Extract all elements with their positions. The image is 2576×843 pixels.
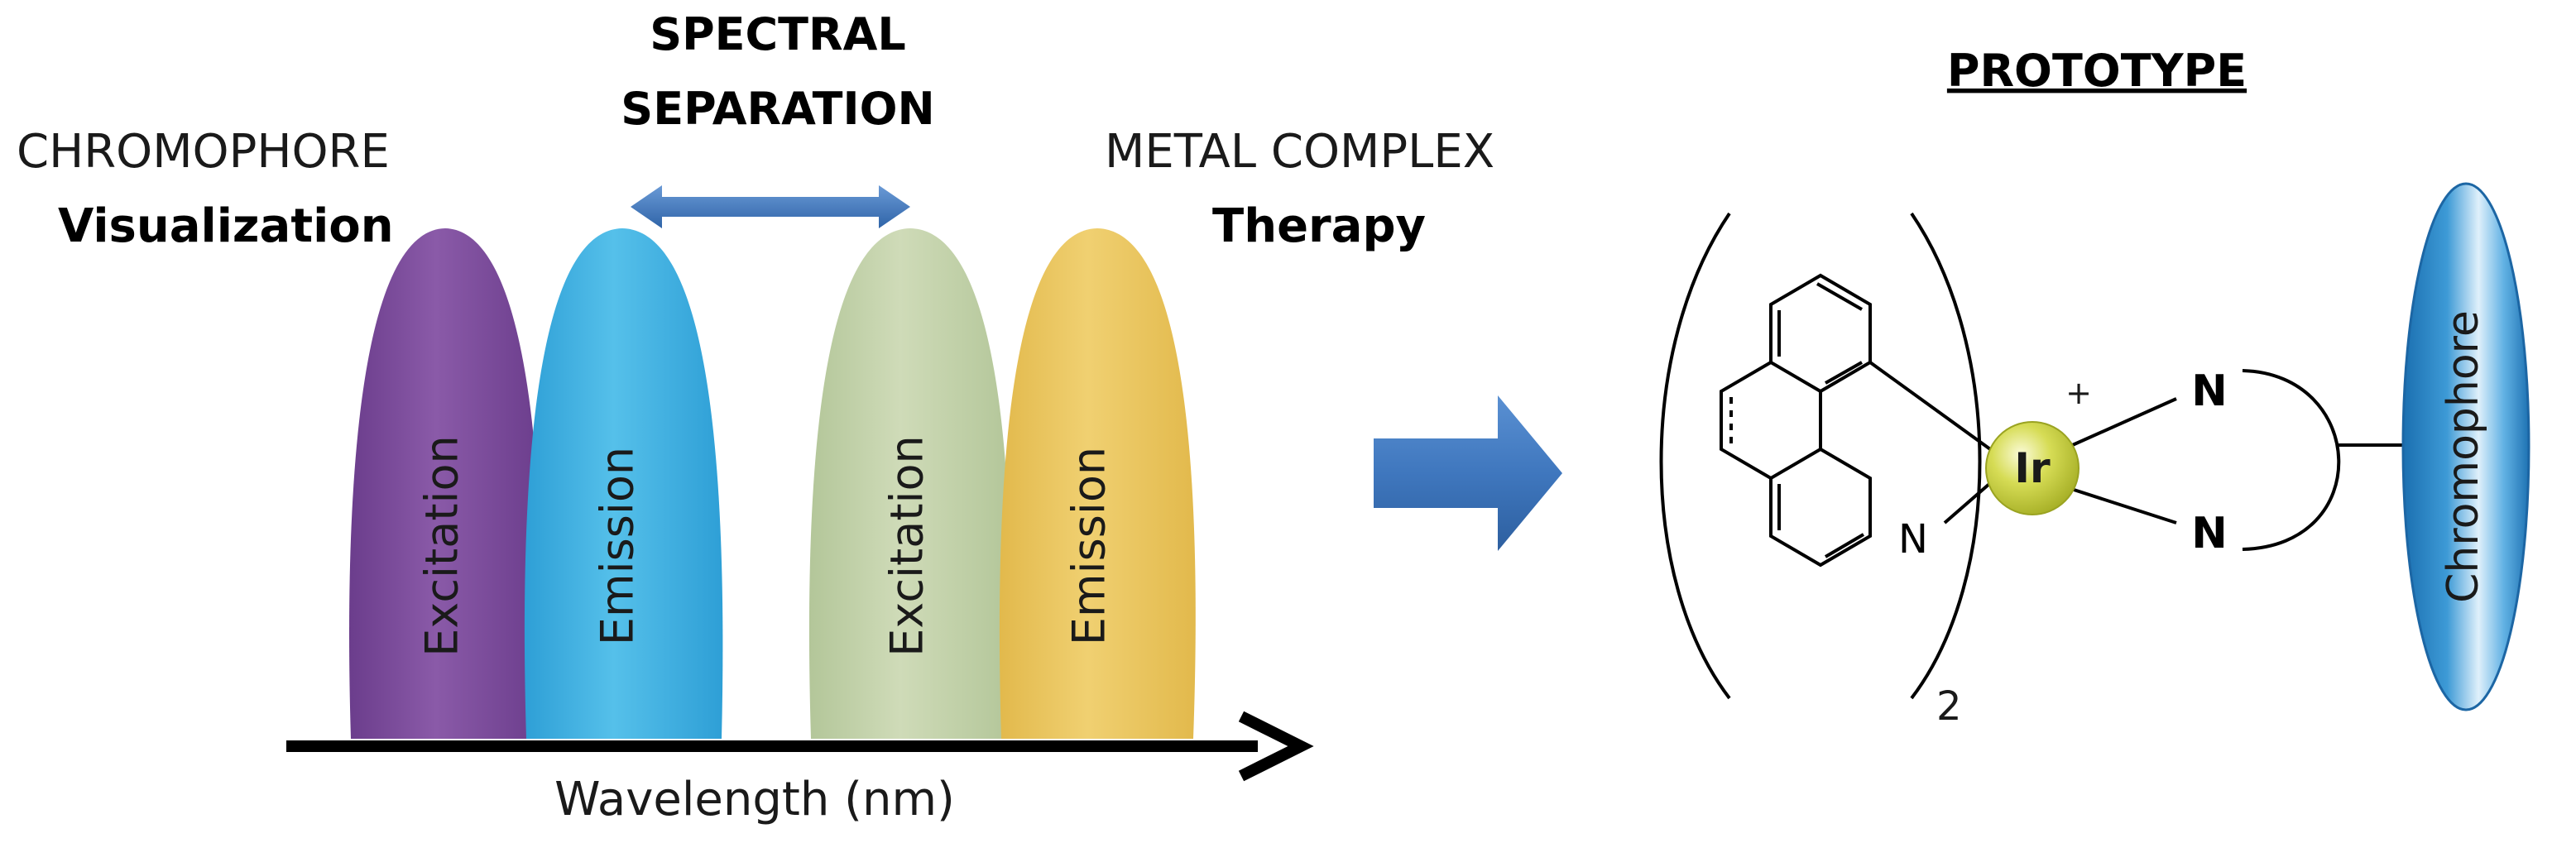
prototype-structure: PROTOTYPE 2 [1659,45,2530,730]
transition-arrow-icon [1374,395,1562,551]
right-bracket [1910,212,1982,700]
ligand-nitrogen-bottom: N [2191,509,2228,558]
chromophore-excitation-peak [349,228,542,739]
iridium-atom [1985,421,2080,515]
ring-nitrogen-label: N [1898,516,1928,563]
axis-label: Wavelength (nm) [554,773,955,826]
ligand-nitrogen-top: N [2191,366,2228,416]
metal-excitation-peak [808,228,1012,739]
bracket-subscript: 2 [1936,683,1962,730]
chromophore-heading: CHROMOPHORE [17,125,390,179]
chromophore-label: Chromophore [2439,310,2488,603]
peak-label-excitation-1: Excitation [416,435,468,657]
metal-complex-heading: METAL COMPLEX [1105,125,1494,179]
peak-label-excitation-2: Excitation [881,435,933,657]
spectral-separation-arrow-icon [631,185,910,228]
charge-sign: + [2065,375,2092,411]
chromophore-ellipse [2401,182,2530,711]
chromophore-emission-peak [524,228,723,739]
metal-symbol: Ir [2014,444,2051,492]
peak-label-emission-2: Emission [1063,447,1115,645]
left-bracket [1659,212,1731,700]
separation-heading-line2: SEPARATION [621,83,934,135]
peak-label-emission-1: Emission [592,447,644,645]
separation-heading-line1: SPECTRAL [650,8,906,60]
metal-emission-peak [999,228,1196,739]
spectral-diagram: Excitation Emission Excitation Emission … [17,8,1494,826]
prototype-title: PROTOTYPE [1947,45,2247,97]
metal-complex-role: Therapy [1212,199,1426,253]
ligand-ring-system [1720,273,2410,568]
chromophore-role: Visualization [58,199,394,253]
axis-arrowhead-icon [1238,711,1314,782]
